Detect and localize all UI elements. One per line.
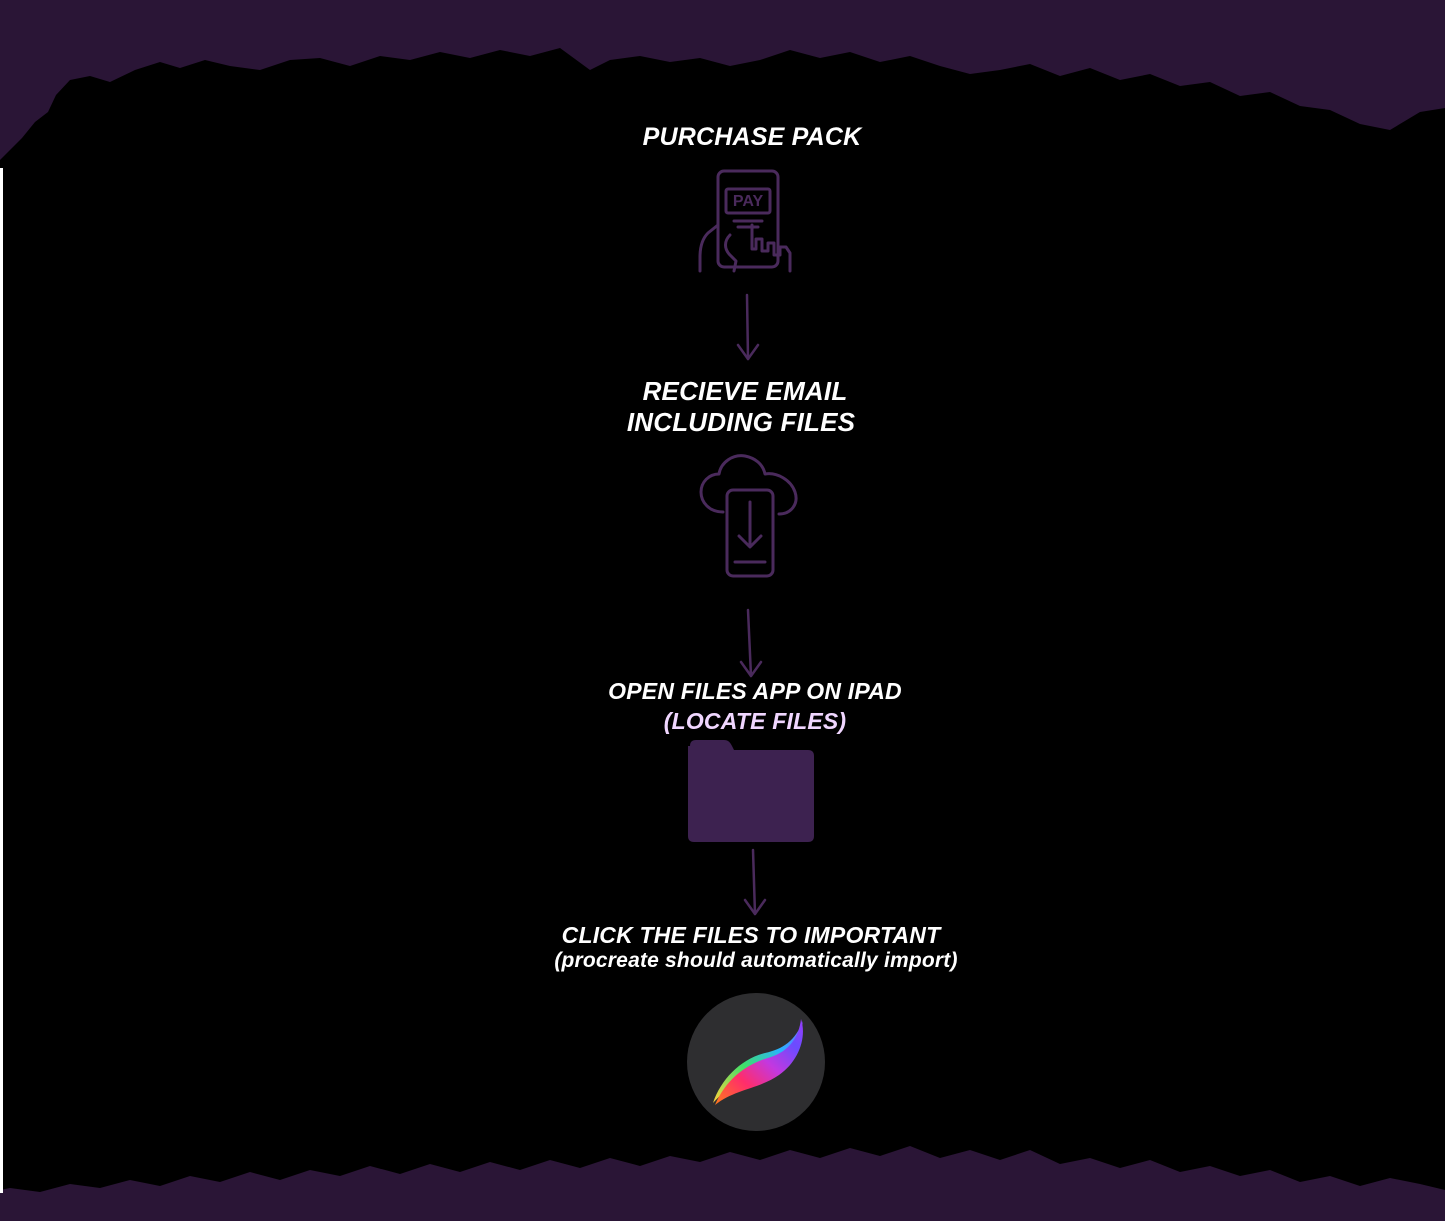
step-2-label-line2: INCLUDING FILES [626,407,856,437]
cloud-download-phone-icon [699,454,798,578]
step-3-label-line1: OPEN FILES APP ON IPAD [608,678,902,704]
step-2-label-line1: RECIEVE EMAIL [642,376,848,406]
arrow-3 [743,848,767,916]
step-3-label-line2: (LOCATE FILES) [663,708,847,734]
arrow-1 [736,293,760,361]
pay-text: PAY [733,193,764,210]
step-4-label-line1: CLICK THE FILES TO IMPORTANT [561,922,941,948]
arrow-2 [739,608,763,678]
procreate-logo-icon [687,993,825,1131]
step-4-label-line2: (procreate should automatically import) [554,949,958,972]
left-edge-strip [0,168,3,1193]
folder-icon [688,740,814,842]
step-1-label: PURCHASE PACK [642,123,862,151]
pay-phone-icon: PAY [698,169,792,273]
